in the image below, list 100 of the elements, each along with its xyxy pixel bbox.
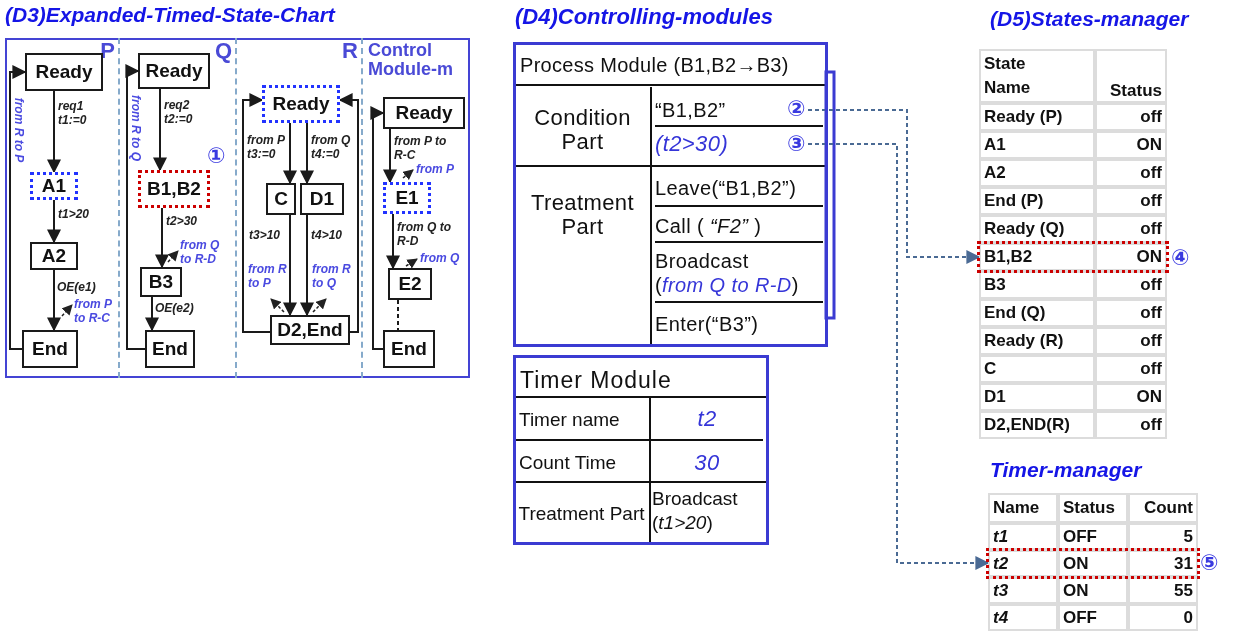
state-box	[145, 330, 195, 368]
arrow	[242, 93, 271, 333]
table-cell: t1	[988, 523, 1058, 550]
signal-label: from R to P	[248, 262, 288, 290]
step-number: ①	[207, 143, 226, 169]
table-cell: t2	[988, 550, 1058, 577]
arrow	[145, 296, 159, 332]
arrow	[370, 106, 385, 350]
state-label: A1	[41, 175, 67, 197]
step-number: ⑤	[1200, 550, 1219, 576]
module-title: Timer Module	[520, 367, 672, 394]
state-label: Ready	[395, 102, 453, 124]
table-cell: off	[1095, 215, 1167, 243]
state-label: E2	[398, 273, 422, 295]
state-box	[30, 242, 78, 270]
arrow	[338, 93, 359, 333]
arrow	[125, 64, 146, 350]
module-text: Treatment Part	[529, 191, 635, 239]
state-box	[300, 183, 344, 215]
arrow	[386, 213, 400, 270]
lane-label: Control Module-m	[368, 41, 454, 79]
arrow	[383, 128, 397, 184]
signal-label: from Q	[420, 251, 461, 265]
module-text: Enter(“B3”)	[655, 312, 759, 336]
module-panel	[513, 355, 769, 545]
state-label: Ready	[272, 93, 330, 115]
table-cell: Ready (R)	[979, 327, 1095, 355]
table-cell: off	[1095, 355, 1167, 383]
connector-line	[397, 299, 399, 331]
arrow	[47, 90, 61, 174]
section-heading: (D4)Controlling-modules	[515, 4, 773, 30]
edge-label: from R to Q	[129, 95, 143, 161]
state-label: E1	[395, 187, 419, 209]
state-box	[30, 172, 78, 200]
module-text: Broadcast (from Q to R-D)	[655, 249, 800, 297]
table-cell: ON	[1058, 577, 1128, 604]
arrow	[47, 269, 61, 332]
module-title: Process Module (B1,B2→B3)	[520, 54, 789, 77]
table-cell: off	[1095, 327, 1167, 355]
module-text: Call ( “F2” )	[655, 214, 762, 238]
table-cell: OFF	[1058, 604, 1128, 631]
table-cell: A2	[979, 159, 1095, 187]
lane-label: Q	[214, 38, 232, 64]
table-cell: Status	[1058, 493, 1128, 523]
table-cell: Name	[988, 493, 1058, 523]
section-heading: (D5)States-manager	[990, 7, 1189, 31]
table-cell: ON	[1095, 243, 1167, 271]
state-label: D2,End	[277, 319, 343, 341]
state-label: A2	[41, 245, 67, 267]
arrow	[153, 88, 167, 172]
state-box	[140, 267, 182, 297]
module-text: Leave(“B1,B2”)	[655, 176, 797, 200]
section-heading: (D3)Expanded-Timed-State-Chart	[5, 3, 335, 27]
state-label: End	[32, 338, 68, 360]
table-cell: Ready (Q)	[979, 215, 1095, 243]
arrow	[807, 143, 990, 570]
arrow	[47, 199, 61, 244]
arrow	[283, 122, 297, 185]
table-cell: off	[1095, 103, 1167, 131]
table-cell: t3	[988, 577, 1058, 604]
table-cell: t4	[988, 604, 1058, 631]
state-label: Ready	[145, 60, 203, 82]
edge-label: from R to P	[12, 97, 26, 163]
module-text: 30	[694, 451, 720, 475]
table-cell: Status	[1095, 49, 1167, 103]
table-cell: A1	[979, 131, 1095, 159]
arrow	[807, 109, 981, 264]
table-cell: 55	[1128, 577, 1198, 604]
lane-label: R	[342, 38, 358, 64]
state-box	[383, 97, 465, 129]
signal-label: from P	[416, 162, 455, 176]
step-number: ②	[787, 96, 806, 122]
table-cell: B1,B2	[979, 243, 1095, 271]
table-cell: off	[1095, 187, 1167, 215]
state-label: B1,B2	[147, 178, 201, 200]
table-cell: D1	[979, 383, 1095, 411]
section-heading: Timer-manager	[990, 458, 1142, 482]
state-box	[266, 183, 296, 215]
arrow	[9, 65, 27, 350]
table-cell: Ready (P)	[979, 103, 1095, 131]
table-cell: B3	[979, 271, 1095, 299]
module-text: Count Time	[519, 451, 617, 475]
module-text: Condition Part	[533, 106, 632, 154]
module-text: Timer name	[519, 408, 620, 432]
table-cell: C	[979, 355, 1095, 383]
table-cell: off	[1095, 271, 1167, 299]
table-cell: Count	[1128, 493, 1198, 523]
state-label: End	[391, 338, 427, 360]
edge-label: from Q t4:=0	[311, 133, 353, 161]
step-number: ④	[1171, 245, 1190, 271]
signal-label: from R to Q	[312, 262, 352, 290]
module-text: “B1,B2”	[655, 98, 726, 122]
state-box	[22, 330, 78, 368]
state-box	[383, 182, 431, 214]
module-text: (t2>30)	[655, 132, 729, 156]
table-cell: State Name	[979, 49, 1095, 103]
state-label: D1	[309, 188, 335, 210]
table-cell: off	[1095, 411, 1167, 439]
table-cell: off	[1095, 159, 1167, 187]
table-cell: ON	[1058, 550, 1128, 577]
